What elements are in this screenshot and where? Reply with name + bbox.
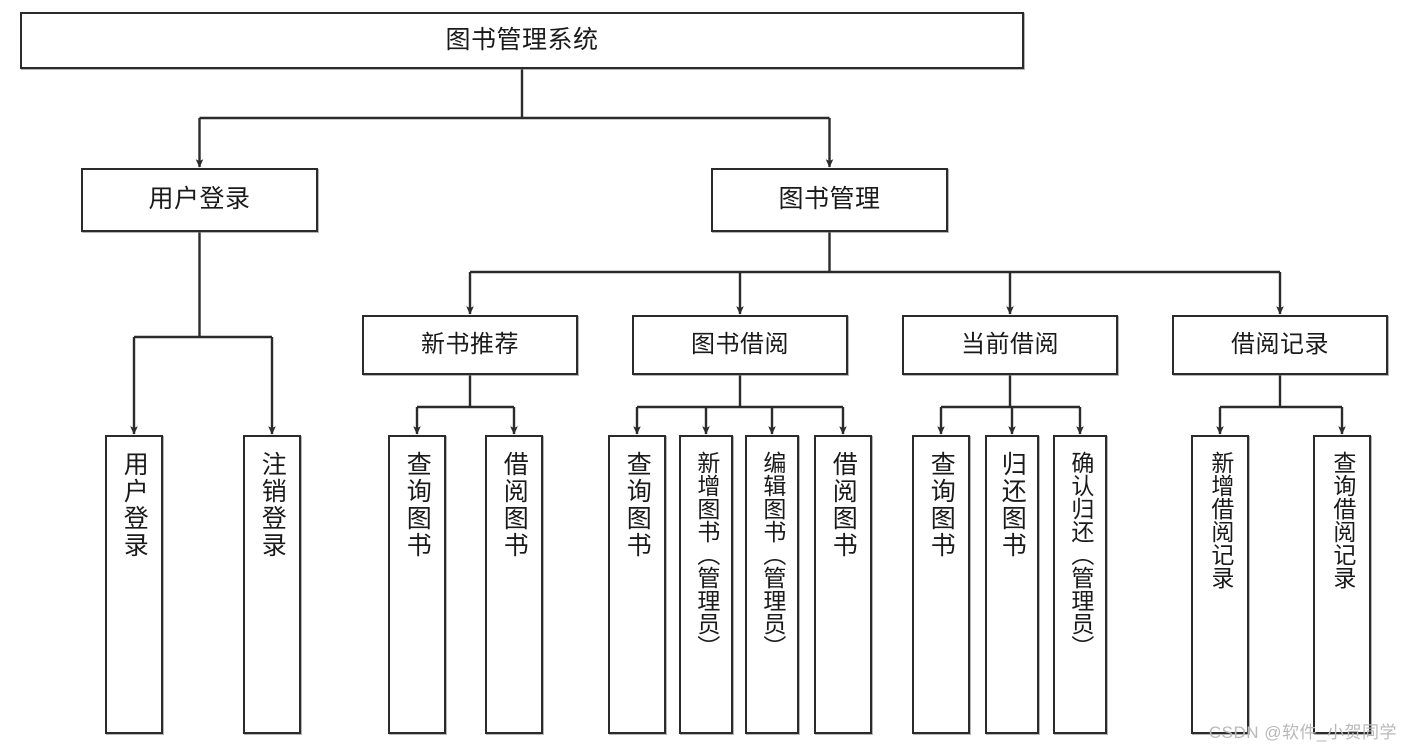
node-leaf-br-lend[interactable]: 借阅图书 bbox=[814, 435, 872, 734]
node-leaf-new-query[interactable]: 查询图书 bbox=[388, 435, 446, 734]
node-label-leaf-user-login: 用户登录 bbox=[120, 451, 149, 559]
node-label-leaf-new-borrow: 借阅图书 bbox=[500, 451, 529, 559]
node-label-leaf-user-logout: 注销登录 bbox=[258, 451, 287, 559]
node-label-records: 借阅记录 bbox=[1231, 330, 1329, 358]
node-leaf-br-edit[interactable]: 编辑图书（管理员） bbox=[745, 435, 799, 734]
node-leaf-new-borrow[interactable]: 借阅图书 bbox=[485, 435, 543, 734]
node-label-login: 用户登录 bbox=[148, 185, 251, 214]
watermark: CSDN @软件_小贺同学 bbox=[1208, 723, 1397, 742]
node-login[interactable]: 用户登录 bbox=[81, 168, 318, 232]
node-label-leaf-new-query: 查询图书 bbox=[403, 451, 432, 559]
node-leaf-rec-query[interactable]: 查询借阅记录 bbox=[1313, 435, 1371, 734]
node-leaf-cur-return[interactable]: 归还图书 bbox=[985, 435, 1039, 734]
node-records[interactable]: 借阅记录 bbox=[1172, 315, 1388, 375]
node-label-leaf-rec-add: 新增借阅记录 bbox=[1207, 451, 1234, 589]
node-label-leaf-br-query: 查询图书 bbox=[623, 451, 652, 559]
node-label-newbook: 新书推荐 bbox=[421, 330, 519, 358]
node-root[interactable]: 图书管理系统 bbox=[20, 12, 1024, 69]
node-label-leaf-rec-query: 查询借阅记录 bbox=[1329, 451, 1356, 589]
node-newbook[interactable]: 新书推荐 bbox=[362, 315, 578, 375]
node-leaf-br-add[interactable]: 新增图书（管理员） bbox=[679, 435, 733, 734]
node-label-leaf-br-lend: 借阅图书 bbox=[829, 451, 858, 559]
node-label-borrow: 图书借阅 bbox=[691, 330, 789, 358]
node-label-leaf-br-edit: 编辑图书（管理员） bbox=[759, 451, 786, 658]
node-label-root: 图书管理系统 bbox=[445, 25, 599, 54]
node-leaf-user-login[interactable]: 用户登录 bbox=[105, 435, 163, 734]
node-leaf-br-query[interactable]: 查询图书 bbox=[608, 435, 666, 734]
node-label-leaf-cur-confirm: 确认归还（管理员） bbox=[1067, 451, 1094, 658]
node-current[interactable]: 当前借阅 bbox=[902, 315, 1118, 375]
node-leaf-rec-add[interactable]: 新增借阅记录 bbox=[1191, 435, 1249, 734]
node-label-leaf-br-add: 新增图书（管理员） bbox=[693, 451, 720, 658]
node-bookmgmt[interactable]: 图书管理 bbox=[711, 168, 948, 232]
node-label-current: 当前借阅 bbox=[961, 330, 1059, 358]
node-borrow[interactable]: 图书借阅 bbox=[632, 315, 848, 375]
node-leaf-cur-confirm[interactable]: 确认归还（管理员） bbox=[1053, 435, 1107, 734]
node-label-bookmgmt: 图书管理 bbox=[778, 185, 881, 214]
node-label-leaf-cur-return: 归还图书 bbox=[998, 451, 1027, 559]
node-leaf-user-logout[interactable]: 注销登录 bbox=[243, 435, 301, 734]
node-label-leaf-cur-query: 查询图书 bbox=[927, 451, 956, 559]
node-leaf-cur-query[interactable]: 查询图书 bbox=[912, 435, 970, 734]
